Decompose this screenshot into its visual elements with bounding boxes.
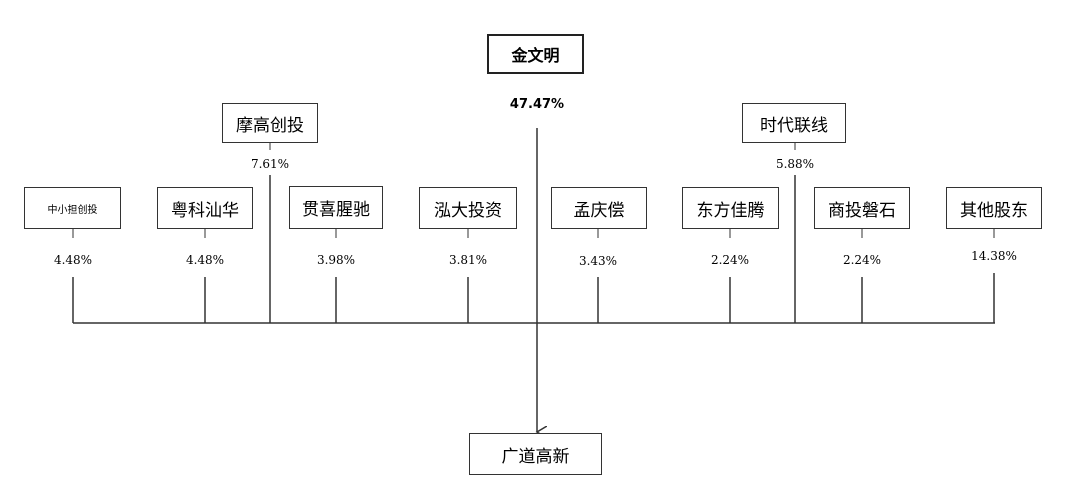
upper-holder-name-1: 摩高创投 — [236, 115, 304, 136]
lower-holder-box-7: 商投磐石 — [814, 187, 910, 229]
upper-holder-pct-2: 5.88% — [775, 157, 815, 171]
upper-holder-pct-1: 7.61% — [250, 157, 290, 171]
upper-holder-box-2: 时代联线 — [742, 103, 846, 143]
lower-holder-name-5: 孟庆偿 — [573, 200, 625, 221]
lower-holder-name-7: 商投磐石 — [828, 200, 896, 221]
controller-name: 金文明 — [511, 46, 560, 65]
lower-holder-pct-6: 2.24% — [710, 253, 750, 267]
lower-holder-name-3: 贯喜腥驰 — [302, 200, 370, 220]
upper-holder-box-1: 摩高创投 — [222, 103, 318, 143]
lower-holder-box-5: 孟庆偿 — [551, 187, 647, 229]
lower-holder-pct-1: 4.48% — [53, 253, 93, 267]
lower-holder-name-2: 粤科汕华 — [171, 200, 239, 221]
lower-holder-name-8: 其他股东 — [960, 200, 1028, 221]
upper-holder-name-2: 时代联线 — [760, 115, 828, 136]
lower-holder-name-1: 中小担创投 — [47, 204, 98, 216]
target-company-box: 广道高新 — [469, 433, 602, 475]
lower-holder-pct-2: 4.48% — [185, 253, 225, 267]
target-company-name: 广道高新 — [501, 446, 570, 467]
lower-holder-pct-7: 2.24% — [842, 253, 882, 267]
lower-holder-box-3: 贯喜腥驰 — [289, 186, 383, 229]
controller-box: 金文明 — [487, 34, 584, 74]
lower-holder-pct-5: 3.43% — [578, 254, 618, 268]
lower-holder-box-2: 粤科汕华 — [157, 187, 253, 229]
lower-holder-pct-8: 14.38% — [971, 249, 1017, 263]
lower-holder-pct-3: 3.98% — [316, 253, 356, 267]
lower-holder-box-6: 东方佳腾 — [682, 187, 779, 229]
lower-holder-pct-4: 3.81% — [448, 253, 488, 267]
lower-holder-name-4: 泓大投资 — [434, 200, 502, 221]
lower-holder-box-4: 泓大投资 — [419, 187, 517, 229]
lower-holder-name-6: 东方佳腾 — [696, 200, 765, 221]
lower-holder-box-1: 中小担创投 — [24, 187, 121, 229]
lower-holder-box-8: 其他股东 — [946, 187, 1042, 229]
controller-pct: 47.47% — [509, 97, 565, 112]
